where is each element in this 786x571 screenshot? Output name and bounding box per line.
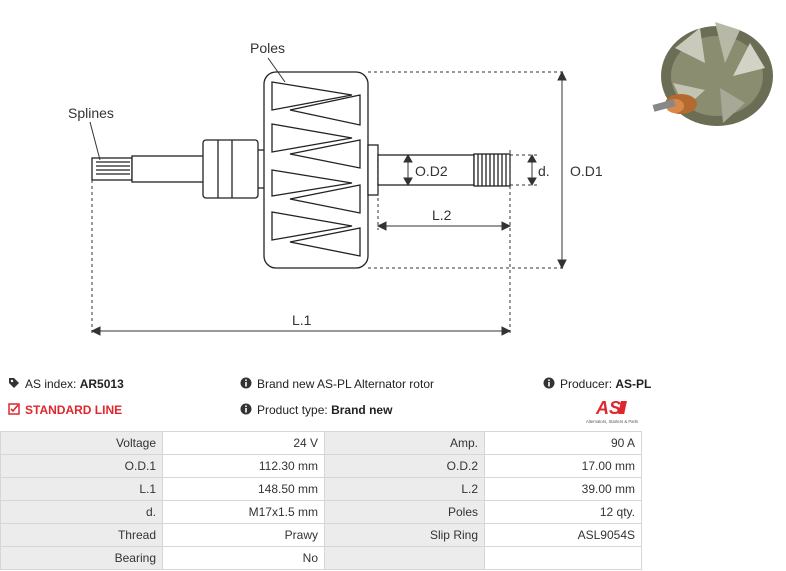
spec-value: 39.00 mm <box>484 477 642 501</box>
spec-key: O.D.2 <box>324 454 485 478</box>
bearing-seat <box>202 139 259 199</box>
checkbox-icon <box>8 403 20 418</box>
label-l1: L.1 <box>292 312 312 328</box>
spec-value: 24 V <box>162 431 325 455</box>
spec-value: 148.50 mm <box>162 477 325 501</box>
spec-key: Poles <box>324 500 485 524</box>
spec-value: 12 qty. <box>484 500 642 524</box>
product-type: Product type: Brand new <box>240 403 392 418</box>
spec-key: Amp. <box>324 431 485 455</box>
standard-line-badge: STANDARD LINE <box>8 403 122 418</box>
threaded-end <box>473 153 511 187</box>
tag-icon <box>8 377 20 392</box>
spec-value: M17x1.5 mm <box>162 500 325 524</box>
claw-poles <box>271 81 361 257</box>
spec-key: L.1 <box>0 477 163 501</box>
splined-shaft <box>91 157 133 181</box>
rotor-technical-drawing: Splines Poles O.D2 d. O.D1 L.2 L.1 <box>68 40 603 336</box>
spec-value: ASL9054S <box>484 523 642 547</box>
spec-key: d. <box>0 500 163 524</box>
svg-text:AS: AS <box>595 398 621 418</box>
spec-key: Thread <box>0 523 163 547</box>
spec-key <box>324 546 485 570</box>
producer: Producer: AS-PL <box>543 377 651 392</box>
info-icon <box>240 403 252 418</box>
spec-key: L.2 <box>324 477 485 501</box>
spec-value: 90 A <box>484 431 642 455</box>
spec-value: No <box>162 546 325 570</box>
label-d: d. <box>538 163 550 179</box>
info-icon <box>543 377 555 392</box>
label-splines: Splines <box>68 105 114 121</box>
spec-value <box>484 546 642 570</box>
spec-value: Prawy <box>162 523 325 547</box>
info-icon <box>240 377 252 392</box>
product-type-value: Brand new <box>331 403 393 417</box>
label-l2: L.2 <box>432 207 452 223</box>
spec-key: Bearing <box>0 546 163 570</box>
label-od1: O.D1 <box>570 163 603 179</box>
main-shaft <box>131 155 205 183</box>
as-index: AS index: AR5013 <box>8 377 124 392</box>
rotor-photo <box>652 22 773 126</box>
spec-value: 112.30 mm <box>162 454 325 478</box>
spec-key: Slip Ring <box>324 523 485 547</box>
collar <box>367 144 379 196</box>
spec-value: 17.00 mm <box>484 454 642 478</box>
product-description: Brand new AS-PL Alternator rotor <box>240 377 434 392</box>
label-poles: Poles <box>250 40 285 56</box>
producer-value: AS-PL <box>615 377 652 391</box>
label-od2: O.D2 <box>415 163 448 179</box>
aspl-logo: AS Alternators, Starters & Parts <box>586 398 638 424</box>
spec-key: Voltage <box>0 431 163 455</box>
svg-text:Alternators, Starters & Parts: Alternators, Starters & Parts <box>586 419 638 424</box>
spec-key: O.D.1 <box>0 454 163 478</box>
as-index-value: AR5013 <box>79 377 124 391</box>
